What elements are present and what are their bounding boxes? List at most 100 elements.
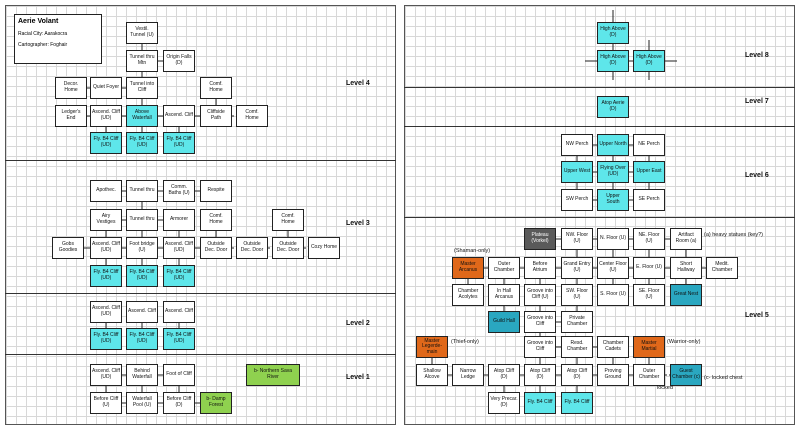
room-atop-aerie[interactable]: Atop Aerie (D) bbox=[597, 96, 629, 118]
room-decor-home[interactable]: Decor. Home bbox=[55, 77, 87, 99]
room-chamber-acolytes[interactable]: Chamber Acolytes bbox=[452, 284, 484, 306]
room-quiet-foyer[interactable]: Quiet Foyer bbox=[90, 77, 122, 99]
room-upper-north[interactable]: Upper North bbox=[597, 134, 629, 156]
room-ne-floor[interactable]: NE. Floor (U) bbox=[633, 228, 665, 250]
room-behind-waterfall[interactable]: Behind Waterfall bbox=[126, 364, 158, 386]
room-grand-entry[interactable]: Grand Entry (U) bbox=[561, 257, 593, 279]
room-fly-b4-cliff-3a[interactable]: Fly. B4 Cliff (UD) bbox=[90, 265, 122, 287]
room-ascend-cliff-2b[interactable]: Ascend. Cliff bbox=[126, 301, 158, 323]
room-above-waterfall[interactable]: Above Waterfall bbox=[126, 105, 158, 127]
room-resd-chamber[interactable]: Resd. Chamber bbox=[561, 336, 593, 358]
room-ascend-cliff-4a[interactable]: Ascend. Cliff (UD) bbox=[90, 105, 122, 127]
room-sw-perch[interactable]: SW Perch bbox=[561, 189, 593, 211]
room-fly-b4-cliff-4a[interactable]: Fly. B4 Cliff (UD) bbox=[90, 132, 122, 154]
room-groove-into-cliff-a[interactable]: Groove into Cliff (U) bbox=[524, 284, 556, 306]
room-comf-home-a[interactable]: Comf. Home bbox=[200, 77, 232, 99]
room-atop-cliff-1[interactable]: Atop Cliff (D) bbox=[488, 364, 520, 386]
room-great-nest[interactable]: Great Nest bbox=[670, 284, 702, 306]
room-before-cliff-d[interactable]: Before Cliff (D) bbox=[163, 392, 195, 414]
room-ascend-cliff-3b[interactable]: Ascend. Cliff (UD) bbox=[163, 237, 195, 259]
room-high-above-top[interactable]: High Above (D) bbox=[597, 22, 629, 44]
room-damp-forest[interactable]: b- Damp Forest bbox=[200, 392, 232, 414]
room-fly-b4-cliff-2a[interactable]: Fly. B4 Cliff (UD) bbox=[90, 328, 122, 350]
room-upper-west[interactable]: Upper West bbox=[561, 161, 593, 183]
room-guest-chamber[interactable]: Guest Chamber (c) bbox=[670, 364, 702, 386]
room-very-precar[interactable]: Very Precar. (D) bbox=[488, 392, 520, 414]
room-fly-b4-cliff-4b[interactable]: Fly. B4 Cliff (UD) bbox=[126, 132, 158, 154]
room-comf-home-b[interactable]: Comf. Home bbox=[236, 105, 268, 127]
room-nw-perch[interactable]: NW Perch bbox=[561, 134, 593, 156]
room-flying-over[interactable]: Flying Over (UD) bbox=[597, 161, 629, 183]
room-artifact-room[interactable]: Artifact Room (a) bbox=[670, 228, 702, 250]
room-high-above-left[interactable]: High Above (D) bbox=[597, 50, 629, 72]
room-ledgers-end[interactable]: Ledger's End bbox=[55, 105, 87, 127]
room-foot-bridge[interactable]: Foot bridge (U) bbox=[126, 237, 158, 259]
room-shallow-alcove[interactable]: Shallow Alcove bbox=[416, 364, 448, 386]
room-short-hallway[interactable]: Short Hallway bbox=[670, 257, 702, 279]
room-n-floor[interactable]: N. Floor (U) bbox=[597, 228, 629, 250]
room-waterfall-pool[interactable]: Waterfall Pool (U) bbox=[126, 392, 158, 414]
room-airy-vestiges[interactable]: Airy Vestiges bbox=[90, 209, 122, 231]
room-ascend-cliff-2c[interactable]: Ascend. Cliff bbox=[163, 301, 195, 323]
room-comf-home-3b[interactable]: Comf. Home bbox=[272, 209, 304, 231]
room-comm-baths[interactable]: Comm. Baths (U) bbox=[163, 180, 195, 202]
room-ascend-cliff-4b[interactable]: Ascend. Cliff bbox=[163, 105, 195, 127]
room-master-martial[interactable]: Master Martial bbox=[633, 336, 665, 358]
room-tunnel-thru-3[interactable]: Tunnel thru bbox=[126, 180, 158, 202]
room-northern-sava-river[interactable]: b- Northern Sava River bbox=[246, 364, 300, 386]
room-fly-b4-cliff-3b[interactable]: Fly. B4 Cliff (UD) bbox=[126, 265, 158, 287]
room-e-floor[interactable]: E. Floor (U) bbox=[633, 257, 665, 279]
room-ascend-cliff-1a[interactable]: Ascend. Cliff (UD) bbox=[90, 364, 122, 386]
room-guild-hall[interactable]: Guild Hall bbox=[488, 311, 520, 333]
room-before-cliff-u[interactable]: Before Cliff (U) bbox=[90, 392, 122, 414]
room-outside-dec-door-c[interactable]: Outside Dec. Door bbox=[272, 237, 304, 259]
room-groove-into-cliff-c[interactable]: Groove into Cliff bbox=[524, 336, 556, 358]
room-fly-b4-cliff-3c[interactable]: Fly. B4 Cliff (UD) bbox=[163, 265, 195, 287]
room-outside-dec-door-b[interactable]: Outside Dec. Door bbox=[236, 237, 268, 259]
room-outer-chamber-5b[interactable]: Outer Chamber bbox=[633, 364, 665, 386]
room-se-perch[interactable]: SE Perch bbox=[633, 189, 665, 211]
room-ascend-cliff-2a[interactable]: Ascend. Cliff (UD) bbox=[90, 301, 122, 323]
room-foot-of-cliff[interactable]: Foot of Cliff bbox=[163, 364, 195, 386]
room-apothec[interactable]: Apothec. bbox=[90, 180, 122, 202]
room-cozy-home[interactable]: Cozy Home bbox=[308, 237, 340, 259]
room-atop-cliff-3[interactable]: Atop Cliff (D) bbox=[561, 364, 593, 386]
room-in-hall-arcanus[interactable]: In Hall Arcanus bbox=[488, 284, 520, 306]
room-origin-falls[interactable]: Origin Falls (D) bbox=[163, 50, 195, 72]
room-master-arcanus[interactable]: Master Arcanus bbox=[452, 257, 484, 279]
room-upper-south[interactable]: Upper South bbox=[597, 189, 629, 211]
room-outer-chamber-5a[interactable]: Outer Chamber bbox=[488, 257, 520, 279]
room-nw-floor[interactable]: NW. Floor (U) bbox=[561, 228, 593, 250]
room-ne-perch[interactable]: NE Perch bbox=[633, 134, 665, 156]
room-vestibule-tunnel[interactable]: Vestil. Tunnel (U) bbox=[126, 22, 158, 44]
room-s-floor[interactable]: S. Floor (U) bbox=[597, 284, 629, 306]
room-fly-b4-cliff-5a[interactable]: Fly. B4 Cliff bbox=[524, 392, 556, 414]
room-fly-b4-cliff-2b[interactable]: Fly. B4 Cliff (UD) bbox=[126, 328, 158, 350]
room-master-legerdemain[interactable]: Master Legerde-main bbox=[416, 336, 448, 358]
room-outside-dec-door-a[interactable]: Outside Dec. Door bbox=[200, 237, 232, 259]
room-before-atrium[interactable]: Before Atrium bbox=[524, 257, 556, 279]
room-medit-chamber[interactable]: Medit. Chamber bbox=[706, 257, 738, 279]
room-armorer[interactable]: Armorer bbox=[163, 209, 195, 231]
room-se-floor[interactable]: SE. Floor (U) bbox=[633, 284, 665, 306]
room-respite[interactable]: Respite bbox=[200, 180, 232, 202]
room-fly-b4-cliff-2c[interactable]: Fly. B4 Cliff (UD) bbox=[163, 328, 195, 350]
room-proving-ground[interactable]: Proving Ground bbox=[597, 364, 629, 386]
room-cliffside-path[interactable]: Cliffside Path bbox=[200, 105, 232, 127]
room-narrow-ledge[interactable]: Narrow Ledge bbox=[452, 364, 484, 386]
room-groove-into-cliff-b[interactable]: Groove into Cliff bbox=[524, 311, 556, 333]
room-ascend-cliff-3a[interactable]: Ascend. Cliff (UD) bbox=[90, 237, 122, 259]
room-tunnel-into-cliff[interactable]: Tunnel into Cliff bbox=[126, 77, 158, 99]
room-fly-b4-cliff-5b[interactable]: Fly. B4 Cliff bbox=[561, 392, 593, 414]
room-chamber-cadets[interactable]: Chamber Cadets bbox=[597, 336, 629, 358]
room-sw-floor[interactable]: SW. Floor (U) bbox=[561, 284, 593, 306]
room-tunnel-thru-3b[interactable]: Tunnel thru bbox=[126, 209, 158, 231]
room-atop-cliff-2[interactable]: Atop Cliff (D) bbox=[524, 364, 556, 386]
room-tunnel-thru-mtn[interactable]: Tunnel thru Mtn bbox=[126, 50, 158, 72]
room-gobs-goodies[interactable]: Gobs Goodies bbox=[52, 237, 84, 259]
room-plateau[interactable]: Plateau (Vorkel) bbox=[524, 228, 556, 250]
room-high-above-right[interactable]: High Above (D) bbox=[633, 50, 665, 72]
room-center-floor[interactable]: Center Floor (U) bbox=[597, 257, 629, 279]
room-private-chamber[interactable]: Private Chamber bbox=[561, 311, 593, 333]
room-upper-east[interactable]: Upper East bbox=[633, 161, 665, 183]
